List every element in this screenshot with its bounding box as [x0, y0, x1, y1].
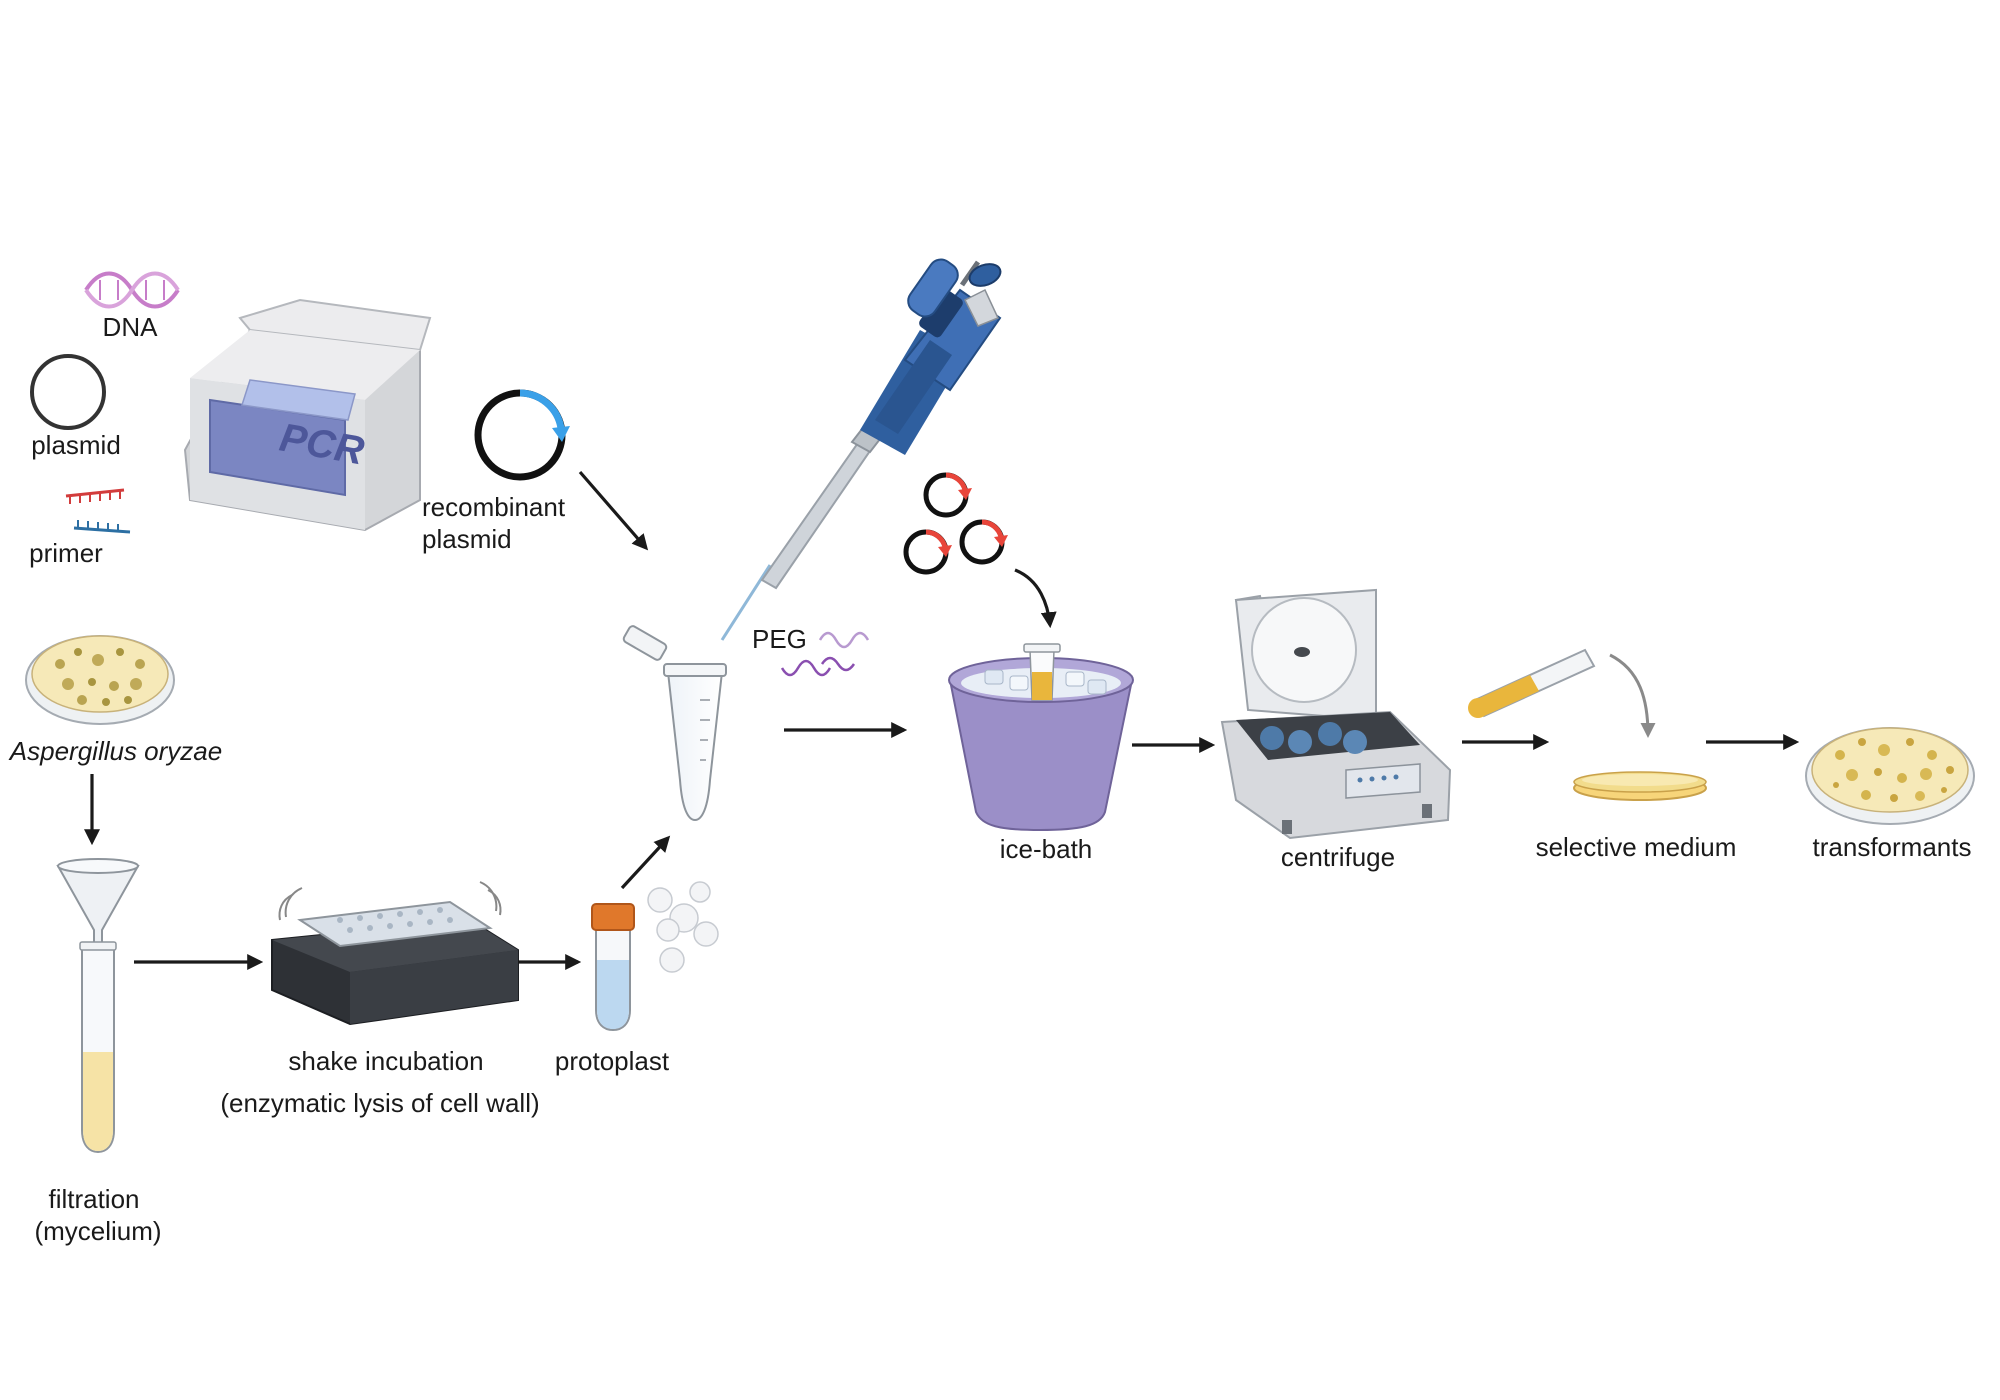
shaker-icon [271, 881, 519, 1026]
plasmid-cluster-icon [903, 472, 1008, 575]
filtration-label-line2: (mycelium) [34, 1216, 161, 1246]
petri-dish-icon [25, 635, 175, 725]
colony-plate-icon [1805, 727, 1975, 825]
selective-medium-label: selective medium [1536, 832, 1737, 862]
recombinant-label-line2: plasmid [422, 524, 512, 554]
aspergillus-label: Aspergillus oryzae [8, 736, 222, 766]
primer-label: primer [29, 538, 103, 568]
arrow-recombinant-to-tube [578, 470, 649, 551]
centrifuge-icon [1220, 588, 1452, 840]
plasmid-icon [30, 354, 106, 430]
primer-icon [65, 488, 131, 534]
agar-plate-icon [1573, 771, 1707, 801]
dna-helix-icon [84, 271, 180, 309]
ice-bath-label: ice-bath [1000, 834, 1093, 864]
peg-icon [780, 631, 870, 677]
protoplast-tube-icon [591, 881, 719, 1032]
transformants-label: transformants [1813, 832, 1972, 862]
peg-label: PEG [752, 624, 807, 654]
arrow-plasmids-to-icebath [1014, 568, 1057, 629]
funnel-tube-icon [56, 858, 140, 1154]
arrow-tube-to-plate [1609, 653, 1656, 738]
ice-bucket-icon [948, 643, 1134, 832]
recombinant-plasmid-icon [474, 389, 570, 481]
centrifuge-label: centrifuge [1281, 842, 1395, 872]
shake-label-line1: shake incubation [288, 1046, 483, 1076]
filtration-label-line1: filtration [48, 1184, 139, 1214]
microtube-icon [622, 625, 727, 822]
plasmid-label: plasmid [31, 430, 121, 460]
protoplast-label: protoplast [555, 1046, 670, 1076]
recombinant-label-line1: recombinant [422, 492, 566, 522]
dna-label: DNA [103, 312, 159, 342]
arrow-protoplast-to-tube [620, 835, 671, 890]
pcr-machine-icon: PCR [183, 298, 432, 532]
pipette-icon [720, 258, 1002, 641]
culture-tube-icon [1468, 648, 1596, 718]
shake-label-line2: (enzymatic lysis of cell wall) [220, 1088, 539, 1118]
